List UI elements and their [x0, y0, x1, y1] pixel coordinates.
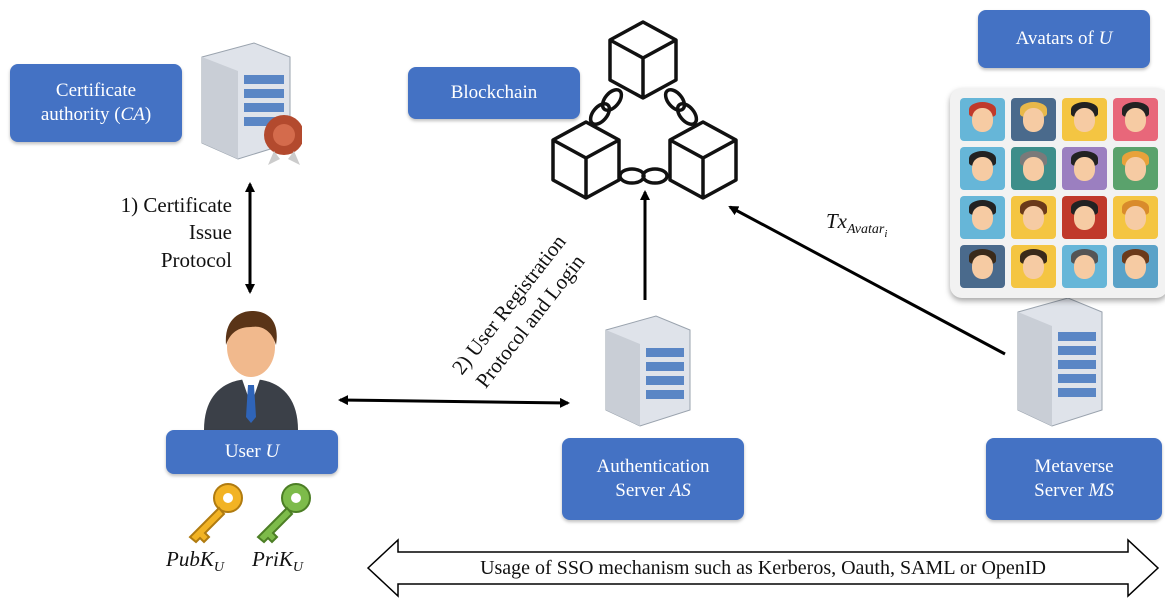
ca-line2: authority (CA) [40, 104, 152, 125]
avatar-grid-icon [950, 88, 1165, 298]
certificate-seal-icon [264, 115, 302, 165]
as-line1: Authentication [596, 456, 710, 478]
certificate-authority-box: Certificate authority (CA) [10, 64, 182, 142]
server-icon [1017, 297, 1103, 427]
blockchain-icon [551, 20, 738, 200]
ca-line1: Certificate [55, 80, 137, 102]
ms-line1: Metaverse [1034, 456, 1114, 478]
as-line2: Server AS [615, 480, 691, 501]
sso-label: Usage of SSO mechanism such as Kerberos,… [480, 557, 1046, 579]
avatars-box: Avatars of U [978, 10, 1150, 68]
metaverse-server-box: Metaverse Server MS [986, 438, 1162, 520]
public-key-icon [188, 483, 243, 544]
ms-line2: Server MS [1034, 480, 1114, 501]
authentication-server-box: Authentication Server AS [562, 438, 744, 520]
user-as-arrow [338, 395, 570, 408]
server-icon [201, 42, 302, 165]
user-label: User U [224, 441, 280, 463]
server-icon [605, 315, 691, 427]
step1-label: 1) Certificate Issue Protocol [120, 193, 232, 272]
avatars-label: Avatars of U [1015, 28, 1113, 50]
user-box: User U [166, 430, 338, 474]
blockchain-box: Blockchain [408, 67, 580, 119]
sso-double-arrow [366, 538, 1160, 598]
blockchain-label: Blockchain [450, 82, 538, 104]
private-key-label: PriKU [252, 547, 303, 576]
private-key-icon [256, 483, 311, 544]
user-avatar-icon [204, 311, 298, 430]
ms-blockchain-arrow [728, 205, 1006, 356]
tx-avatar-label: TxAvatari [826, 209, 888, 240]
public-key-label: PubKU [166, 547, 224, 576]
